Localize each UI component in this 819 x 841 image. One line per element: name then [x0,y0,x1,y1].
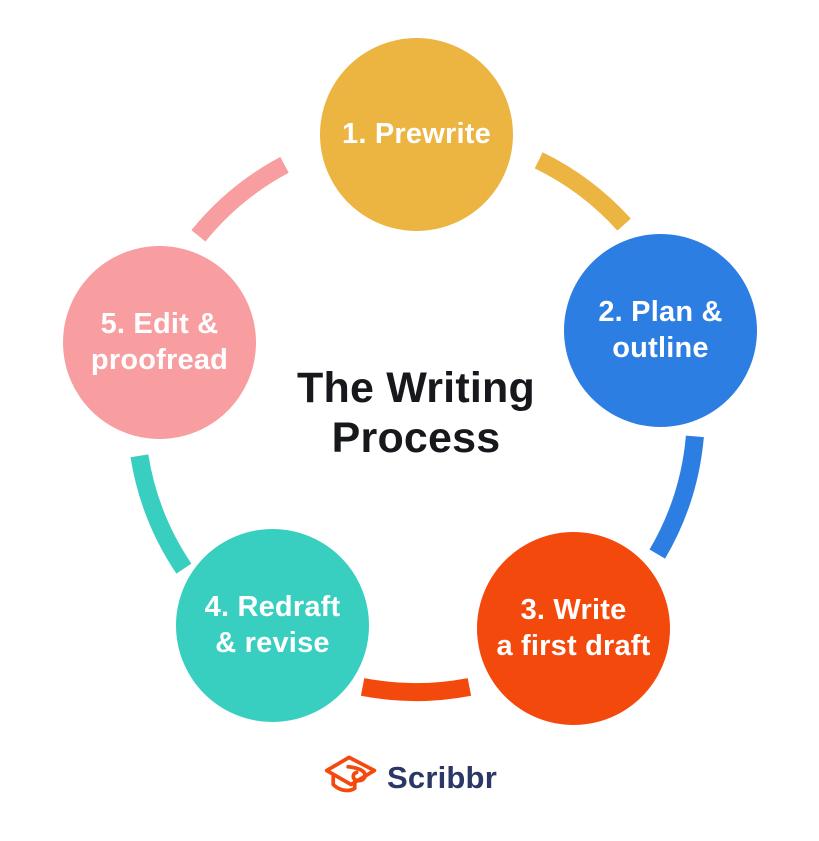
step-label-line: & revise [215,626,330,659]
arc-plan-to-draft [649,435,704,559]
step-label-line: 5. Edit & [100,307,219,340]
brand-name: Scribbr [387,760,497,795]
step-circle-prewrite: 1. Prewrite [320,38,513,231]
step-label-line: 3. Write [520,593,627,626]
diagram-title-line2: Process [331,413,501,462]
step-label-line: 2. Plan & [598,295,723,328]
arc-redraft-to-edit [130,454,192,574]
step-label-line: a first draft [496,629,651,662]
arc-prewrite-to-plan [534,152,631,231]
diagram-title-line1: The Writing [297,364,535,412]
step-circle-redraft-revise: 4. Redraft & revise [176,529,369,722]
step-label-line: proofread [90,343,229,376]
step-circle-edit-proofread: 5. Edit & proofread [63,246,256,439]
arc-draft-to-redraft [360,678,472,702]
step-circle-plan-outline: 2. Plan & outline [564,234,757,427]
graduation-cap-icon [324,755,377,793]
step-circle-first-draft: 3. Write a first draft [477,532,670,725]
arc-edit-to-prewrite [191,156,289,242]
step-label-line: outline [612,331,709,364]
step-label-line: 1. Prewrite [342,117,491,150]
step-label-line: 4. Redraft [204,590,341,623]
brand-lockup: Scribbr [0,750,819,806]
diagram-title: The Writing Process [216,364,616,464]
